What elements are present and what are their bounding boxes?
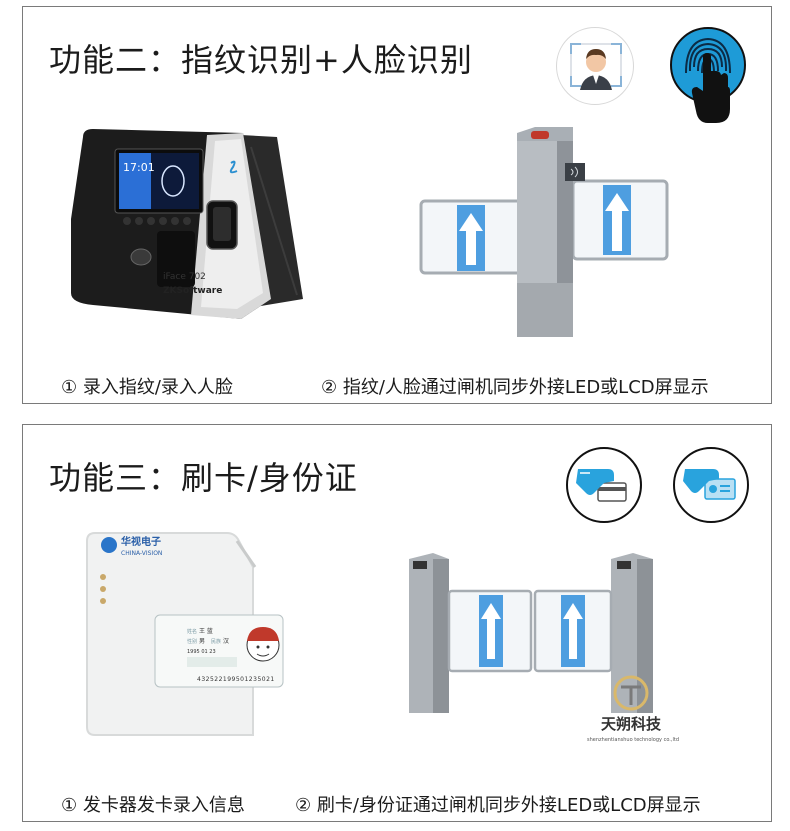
panel-title: 功能三：刷卡/身份证: [49, 459, 358, 497]
face-recognition-terminal-image: 17:01 iFace 702 ZKSoftware: [65, 123, 305, 327]
panel-title: 功能二：指纹识别+人脸识别: [49, 41, 473, 79]
caption-right: ② 指纹/人脸通过闸机同步外接LED或LCD屏显示: [321, 377, 709, 398]
device-time-text: 17:01: [123, 161, 155, 174]
swing-gate-image: [413, 123, 673, 343]
swipe-card-icon: [566, 447, 642, 523]
reader-brand-en: CHINA-VISION: [121, 550, 162, 557]
id-nation: 汉: [223, 637, 229, 645]
watermark-en: shenzhentianshuo technology co.,ltd: [587, 737, 679, 743]
id-birth: 1995 01 23: [187, 649, 216, 655]
caption-right: ② 刷卡/身份证通过闸机同步外接LED或LCD屏显示: [295, 795, 701, 816]
watermark-cn: 天朔科技: [601, 715, 662, 733]
device-brand-text: ZKSoftware: [163, 286, 222, 296]
id-card-icon: [673, 447, 749, 523]
device-model-text: iFace 702: [163, 272, 206, 282]
id-name: 王 蓝: [199, 627, 213, 635]
face-recognition-icon: [556, 27, 634, 105]
watermark-logo: 天朔科技 shenzhentianshuo technology co.,ltd: [583, 671, 743, 751]
id-sex-label: 性别: [187, 638, 197, 645]
id-name-label: 姓名: [187, 628, 197, 635]
id-nation-label: 民族: [211, 638, 221, 645]
fingerprint-face-panel: 功能二：指纹识别+人脸识别: [22, 6, 772, 404]
id-number: 432522199501235021: [197, 676, 275, 683]
card-reader-image: 华视电子 CHINA-VISION 姓名 王 蓝 性别 男 民族 汉 1995 …: [77, 523, 317, 745]
id-sex: 男: [199, 638, 205, 645]
fingerprint-icon: [670, 27, 746, 123]
caption-left: ① 录入指纹/录入人脸: [61, 377, 233, 398]
card-id-panel: 功能三：刷卡/身份证 华视电子 CHINA-VISION: [22, 424, 772, 822]
caption-left: ① 发卡器发卡录入信息: [61, 795, 245, 816]
reader-brand-cn: 华视电子: [121, 535, 161, 548]
double-swing-gate-image: [403, 551, 693, 721]
